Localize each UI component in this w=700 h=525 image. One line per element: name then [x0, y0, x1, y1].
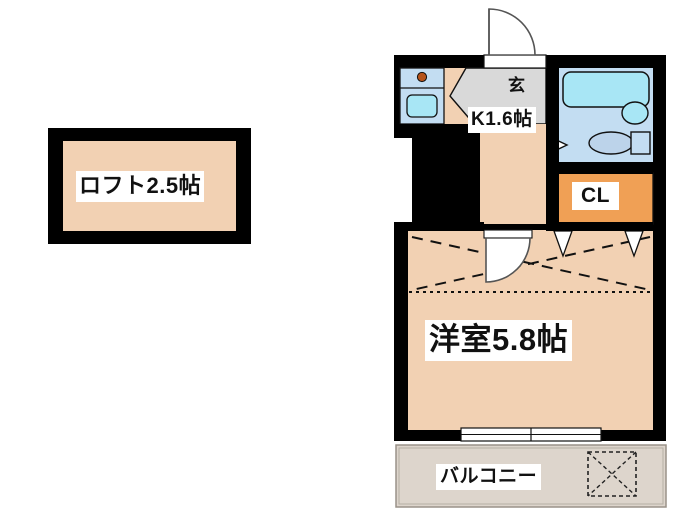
- wall-hallway-right: [546, 68, 559, 224]
- wall-bedroom-top-left: [394, 222, 484, 231]
- entrance-label: 玄: [508, 76, 526, 95]
- ac-outdoor-unit: [587, 451, 637, 497]
- wash-basin: [621, 101, 649, 125]
- loft-label: ロフト2.5帖: [76, 171, 205, 202]
- ac-unit-cross-a: [587, 451, 637, 497]
- entrance-door-jamb: [483, 54, 547, 69]
- loft-projection-lines: [409, 236, 652, 293]
- exterior-gap-left: [394, 128, 412, 224]
- wall-closet-bottom: [546, 222, 653, 231]
- sink-faucet: [416, 71, 428, 83]
- unit-bath: [547, 68, 653, 169]
- interior-partitions: [394, 68, 653, 231]
- balcony: [395, 444, 667, 508]
- closet-label: CL: [572, 182, 619, 210]
- toilet-bowl: [588, 131, 634, 155]
- entrance-door-swing: [488, 8, 536, 56]
- sink-basin: [406, 94, 438, 118]
- loft-diagonal-b: [411, 236, 651, 291]
- toilet-tank: [630, 131, 651, 155]
- balcony-inner-line: [398, 447, 664, 505]
- hallway-floor: [478, 124, 546, 224]
- interior-door: [483, 229, 533, 283]
- ac-unit-outline: [587, 451, 637, 497]
- wall-kitchen-bottom: [394, 124, 480, 138]
- wall-bath-closet: [546, 162, 653, 174]
- kitchen-sink: [399, 67, 445, 125]
- balcony-label: バルコニー: [436, 464, 542, 490]
- entrance-door: [483, 8, 547, 69]
- ac-unit-cross-b: [587, 451, 637, 497]
- interior-door-swing: [485, 237, 531, 283]
- toilet: [588, 131, 651, 155]
- wall-hallway-left: [466, 124, 480, 224]
- bathtub: [562, 71, 650, 108]
- kitchen-label: K1.6帖: [468, 107, 536, 133]
- interior-door-jamb: [483, 229, 533, 239]
- western-room-label: 洋室5.8帖: [425, 320, 573, 361]
- balcony-window: [460, 427, 602, 442]
